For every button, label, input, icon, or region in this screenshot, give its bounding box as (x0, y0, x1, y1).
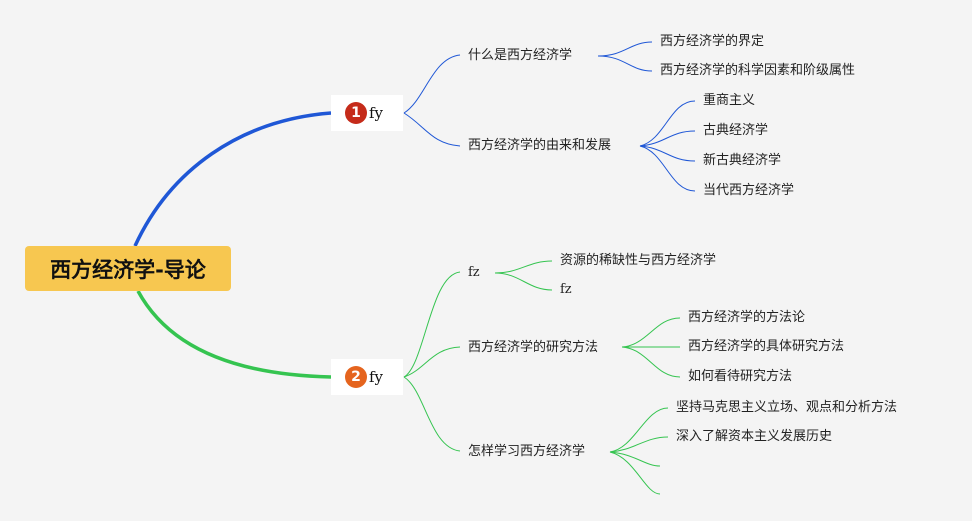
connector-b1-t2-leaf-1 (639, 100, 696, 147)
connector-b2-t3-leaf-1 (609, 407, 669, 453)
branch-node-1[interactable]: 1 fy (331, 95, 403, 131)
connector-b2-t2-leaf-1 (621, 317, 681, 348)
connector-b1-topic-1 (403, 54, 461, 114)
connector-b2-t2-leaf-3 (621, 346, 681, 378)
connector-b1-t2-leaf-4 (639, 145, 696, 192)
leaf-node[interactable]: 西方经济学的方法论 (688, 310, 806, 325)
priority-1-badge-icon: 1 (345, 102, 367, 124)
connector-b2-topic-3 (403, 376, 461, 452)
topic-node[interactable]: 西方经济学的研究方法 (468, 340, 599, 355)
leaf-node[interactable]: 古典经济学 (703, 123, 769, 138)
connector-b2-topic-1 (403, 271, 461, 378)
topic-node[interactable]: 西方经济学的由来和发展 (468, 138, 612, 153)
connector-b1-topic-2 (403, 112, 461, 147)
topic-node[interactable]: 什么是西方经济学 (468, 48, 573, 63)
root-label: 西方经济学-导论 (50, 257, 206, 282)
priority-2-badge-icon: 2 (345, 366, 367, 388)
connector-b2-t3-leaf-3 (609, 451, 661, 467)
branch-label: fy (369, 368, 384, 386)
branch-node-2[interactable]: 2 fy (331, 359, 403, 395)
connector-b1-t2-leaf-3 (639, 145, 696, 162)
topic-node[interactable]: 怎样学习西方经济学 (468, 444, 586, 459)
connector-b1-t1-leaf-2 (597, 55, 653, 72)
connector-b2-t1-leaf-1 (494, 260, 553, 274)
leaf-node[interactable]: 重商主义 (703, 93, 756, 108)
leaf-node[interactable]: 西方经济学的界定 (660, 34, 765, 49)
connector-b2-topic-2 (403, 346, 461, 378)
connector-root-branch-2 (136, 290, 332, 379)
leaf-node[interactable]: 坚持马克思主义立场、观点和分析方法 (676, 400, 898, 415)
connector-b2-t3-leaf-4 (609, 451, 661, 495)
leaf-node[interactable]: 西方经济学的具体研究方法 (688, 339, 845, 354)
connector-root-branch-1 (133, 111, 332, 247)
leaf-node[interactable]: 深入了解资本主义发展历史 (676, 429, 833, 444)
connector-b2-t3-leaf-2 (609, 436, 669, 453)
leaf-node[interactable]: 新古典经济学 (703, 153, 782, 168)
branch-label: fy (369, 104, 384, 122)
leaf-node[interactable]: 当代西方经济学 (703, 183, 795, 198)
connector-b1-t1-leaf-1 (597, 41, 653, 57)
connector-b2-t1-leaf-2 (494, 272, 553, 291)
topic-node[interactable]: fz (468, 265, 480, 280)
root-node[interactable]: 西方经济学-导论 (25, 246, 231, 291)
leaf-node[interactable]: 资源的稀缺性与西方经济学 (560, 253, 717, 268)
connector-b1-t2-leaf-2 (639, 130, 696, 147)
leaf-node[interactable]: fz (560, 282, 572, 297)
leaf-node[interactable]: 如何看待研究方法 (688, 369, 793, 384)
leaf-node[interactable]: 西方经济学的科学因素和阶级属性 (660, 63, 856, 78)
